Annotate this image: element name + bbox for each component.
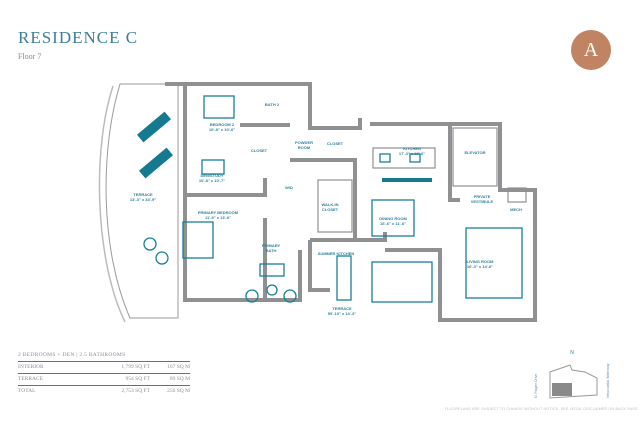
room-primary-bath-name: PRIMARY bbox=[262, 243, 281, 248]
row-sqft: 1,799 SQ FT bbox=[121, 364, 150, 370]
row-sqm: 256 SQ M bbox=[167, 388, 190, 394]
room-powder-name: POWDER bbox=[295, 140, 313, 145]
room-vestibule-name: PRIVATE bbox=[474, 194, 491, 199]
row-sqft: 954 SQ FT bbox=[125, 376, 150, 382]
page-title: RESIDENCE C bbox=[18, 28, 139, 47]
room-living-dims: 16'-3" x 14'-6" bbox=[467, 264, 493, 269]
interior-details bbox=[317, 127, 527, 233]
row-label: INTERIOR bbox=[18, 364, 44, 370]
room-wd: W/D bbox=[285, 185, 293, 190]
row-label: TOTAL bbox=[18, 388, 36, 394]
table-row: TERRACE 954 SQ FT 89 SQ M bbox=[18, 373, 190, 385]
north-indicator: N bbox=[570, 350, 574, 356]
specs-heading: 2 BEDROOMS + DEN | 2.5 BATHROOMS bbox=[18, 352, 126, 358]
key-plan: N N. Flagler Drive Intracoastal Waterway bbox=[534, 350, 610, 399]
disclaimer: FLOORPLANS ARE SUBJECT TO CHANGE WITHOUT… bbox=[444, 407, 639, 411]
room-primary-bath-name2: BATH bbox=[266, 248, 277, 253]
room-bath2: BATH 2 bbox=[265, 102, 280, 107]
room-closet: CLOSET bbox=[251, 148, 268, 153]
room-bedroom2-name: BEDROOM 2 bbox=[210, 122, 235, 127]
floor-label: Floor 7 bbox=[18, 52, 42, 61]
room-bedroom2-dims: 10'-8" x 10'-6" bbox=[209, 127, 235, 132]
logo-letter: A bbox=[583, 39, 599, 61]
furniture bbox=[143, 95, 523, 303]
room-terrace-left-name: TERRACE bbox=[133, 192, 153, 197]
room-mech: MECH bbox=[510, 207, 522, 212]
room-summer-kitchen: SUMMER KITCHEN bbox=[318, 251, 355, 256]
row-sqm: 167 SQ M bbox=[167, 364, 190, 370]
room-dining-name: DINING ROOM bbox=[379, 216, 407, 221]
room-vestibule-name2: VESTIBULE bbox=[471, 199, 494, 204]
brand-logo: A bbox=[571, 30, 611, 70]
table-row: TOTAL 2,753 SQ FT 256 SQ M bbox=[18, 385, 190, 397]
row-sqm: 89 SQ M bbox=[169, 376, 190, 382]
room-closet2: CLOSET bbox=[327, 141, 344, 146]
room-terrace-bottom-dims: 50'-10" x 14'-3" bbox=[328, 311, 356, 316]
room-kitchen-dims: 17'-3" x 18'-6" bbox=[399, 151, 425, 156]
room-primary-name: PRIMARY BEDROOM bbox=[198, 210, 239, 215]
terrace-outline bbox=[105, 83, 179, 319]
room-primary-dims: 11'-9" x 13'-6" bbox=[205, 215, 231, 220]
room-kitchen-name: KITCHEN bbox=[403, 146, 421, 151]
room-terrace-left-dims: 13'-3" x 34'-9" bbox=[130, 197, 156, 202]
chaise-loungers bbox=[136, 111, 432, 182]
walls bbox=[165, 82, 537, 322]
row-label: TERRACE bbox=[18, 376, 44, 382]
room-walkin-name: WALK-IN bbox=[321, 202, 338, 207]
room-dining-dims: 16'-6" x 11'-6" bbox=[380, 221, 406, 226]
room-elevator: ELEVATOR bbox=[464, 150, 485, 155]
row-sqft: 2,753 SQ FT bbox=[121, 388, 150, 394]
terrace-edge bbox=[98, 85, 126, 323]
room-den-name: DEN/STUDY bbox=[200, 173, 223, 178]
room-living-name: LIVING ROOM bbox=[467, 259, 495, 264]
room-powder-name2: ROOM bbox=[298, 145, 311, 150]
room-terrace-bottom-name: TERRACE bbox=[332, 306, 352, 311]
table-row: INTERIOR 1,799 SQ FT 167 SQ M bbox=[18, 361, 190, 373]
room-walkin-name2: CLOSET bbox=[322, 207, 339, 212]
street-left: N. Flagler Drive bbox=[534, 374, 538, 398]
room-den-dims: 10'-8" x 10'-7" bbox=[199, 178, 225, 183]
street-right: Intracoastal Waterway bbox=[606, 363, 610, 398]
specs-table: 2 BEDROOMS + DEN | 2.5 BATHROOMS INTERIO… bbox=[18, 352, 190, 397]
